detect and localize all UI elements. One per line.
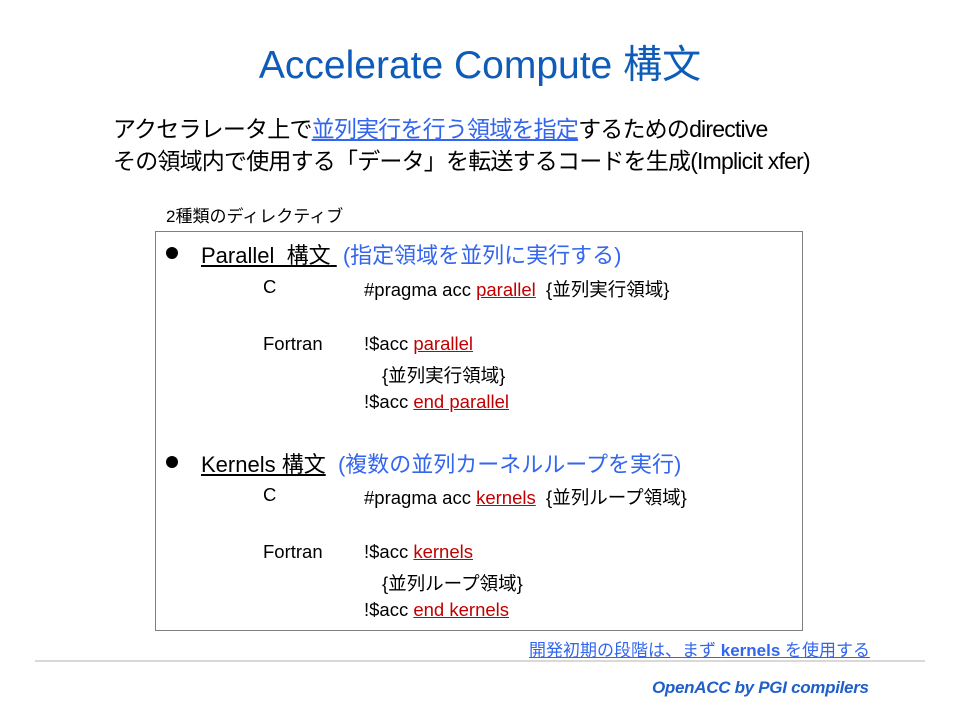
parallel-keyword: parallel xyxy=(476,279,536,300)
parallel-heading: Parallel 構文 (指定領域を並列に実行する) xyxy=(201,238,622,270)
kernels-tip-link[interactable]: 開発初期の段階は、まず kernels を使用する xyxy=(529,636,870,661)
acc-prefix: !$acc xyxy=(364,541,414,562)
intro-highlight-link[interactable]: 並列実行を行う領域を指定 xyxy=(311,116,579,142)
parallel-construct-name: Parallel 構文 xyxy=(201,243,331,268)
acc-prefix: !$acc xyxy=(364,333,414,354)
bullet-icon xyxy=(166,247,178,259)
pragma-prefix: #pragma acc xyxy=(364,279,477,300)
parallel-c-lang: C xyxy=(263,276,277,297)
end-parallel-keyword: end parallel xyxy=(413,391,510,412)
intro-line-1-prefix: アクセラレータ上で xyxy=(113,116,312,142)
kernels-keyword: kernels xyxy=(476,487,536,508)
intro-line-1-suffix: するためのdirective xyxy=(578,116,768,142)
kernels-fortran-body: {並列ループ領域} xyxy=(382,573,523,594)
note-suffix: を使用する xyxy=(780,641,871,660)
parallel-fortran-body: {並列実行領域} xyxy=(382,365,506,386)
parallel-c-body: {並列実行領域} xyxy=(546,279,670,300)
note-keyword: kernels xyxy=(720,641,781,660)
end-kernels-keyword: end kernels xyxy=(413,599,510,620)
bullet-icon xyxy=(166,456,178,468)
slide-title: Accelerate Compute 構文 xyxy=(258,44,702,87)
pragma-prefix: #pragma acc xyxy=(364,487,477,508)
parallel-fortran-end: !$acc end parallel xyxy=(364,391,509,413)
parallel-fortran-lang: Fortran xyxy=(263,333,323,354)
acc-prefix: !$acc xyxy=(364,391,414,412)
parallel-fortran-code: !$acc parallel xyxy=(364,333,473,355)
kernels-fortran-end: !$acc end kernels xyxy=(364,599,509,621)
kernels-keyword: kernels xyxy=(413,541,473,562)
footer-divider xyxy=(35,660,925,662)
kernels-construct-name: Kernels 構文 xyxy=(201,452,326,477)
kernels-c-body: {並列ループ領域} xyxy=(546,487,687,508)
intro-line-1: アクセラレータ上で並列実行を行う領域を指定するためのdirective xyxy=(113,110,768,144)
footer-text: OpenACC by PGI compilers xyxy=(652,678,869,697)
kernels-c-lang: C xyxy=(263,484,277,505)
kernels-fortran-code: !$acc kernels xyxy=(364,541,473,563)
note-prefix: 開発初期の段階は、まず xyxy=(529,641,721,660)
directives-box xyxy=(155,231,803,631)
parallel-description: (指定領域を並列に実行する) xyxy=(342,243,622,268)
kernels-fortran-lang: Fortran xyxy=(263,541,323,562)
parallel-keyword: parallel xyxy=(413,333,474,354)
directive-types-heading: 2種類のディレクティブ xyxy=(166,207,344,226)
kernels-heading: Kernels 構文 (複数の並列カーネルループを実行) xyxy=(201,447,681,479)
acc-prefix: !$acc xyxy=(364,599,414,620)
parallel-c-code: #pragma acc parallel {並列実行領域} xyxy=(364,276,669,302)
kernels-c-code: #pragma acc kernels {並列ループ領域} xyxy=(364,484,687,510)
kernels-description: (複数の並列カーネルループを実行) xyxy=(337,452,682,477)
intro-line-2: その領域内で使用する「データ」を転送するコードを生成(Implicit xfer… xyxy=(113,148,811,174)
